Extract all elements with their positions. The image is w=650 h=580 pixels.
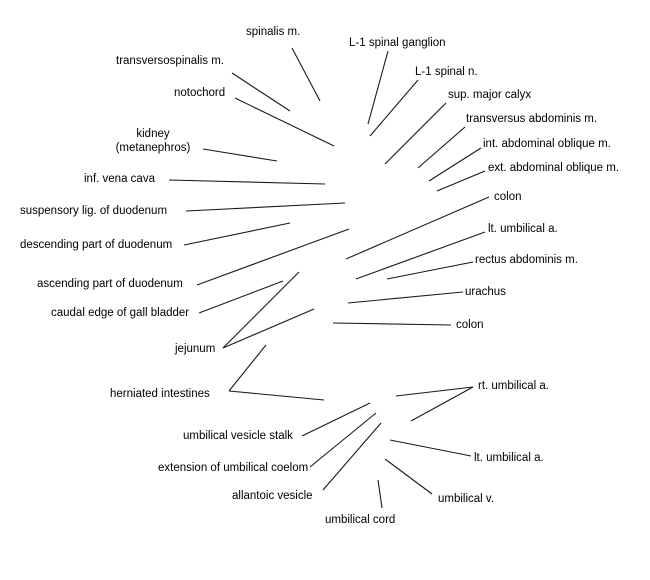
label-umbilical-coelom: extension of umbilical coelom [158, 462, 309, 474]
label-kidney-line1: kidney [136, 128, 170, 140]
label-descending-duodenum: descending part of duodenum [20, 239, 173, 251]
label-lt-umbilical-a-upper: lt. umbilical a. [488, 223, 558, 235]
leader-descending-duodenum [183, 222, 291, 246]
label-colon-upper: colon [494, 191, 522, 203]
label-l1-spinal-ganglion: L-1 spinal ganglion [349, 37, 446, 49]
label-allantoic-vesicle: allantoic vesicle [232, 490, 313, 502]
label-inf-vena-cava: inf. vena cava [84, 173, 155, 185]
leader-kidney [202, 148, 278, 162]
leader-gall-bladder [198, 280, 284, 314]
label-notochord: notochord [174, 87, 226, 99]
leader-suspensory-lig [185, 202, 346, 212]
label-herniated-intestines: herniated intestines [110, 388, 210, 400]
leader-jejunum-a [222, 271, 300, 349]
label-ext-abdominal-oblique: ext. abdominal oblique m. [488, 162, 620, 174]
label-umbilical-vesicle-stalk: umbilical vesicle stalk [183, 430, 293, 442]
leader-umbilical-v [384, 458, 433, 495]
leader-inf-vena-cava [168, 179, 326, 185]
leader-herniated-b [228, 390, 325, 401]
leader-sup-major-calyx [384, 102, 447, 165]
label-sup-major-calyx: sup. major calyx [448, 89, 532, 101]
label-transversus-abdominis: transversus abdominis m. [466, 113, 598, 125]
leader-transversus-abdominis [417, 126, 466, 169]
label-jejunum: jejunum [175, 343, 216, 355]
label-rt-umbilical-a: rt. umbilical a. [478, 380, 549, 392]
leader-jejunum-b [222, 308, 315, 349]
leader-colon-upper [345, 196, 490, 260]
label-umbilical-cord: umbilical cord [325, 514, 396, 526]
leader-umbilical-coelom [309, 412, 377, 468]
leader-rectus-abdominis [386, 261, 474, 280]
label-l1-spinal-n: L-1 spinal n. [415, 66, 478, 78]
label-lt-umbilical-a-lower: lt. umbilical a. [474, 452, 544, 464]
label-int-abdominal-oblique: int. abdominal oblique m. [483, 138, 611, 150]
label-rectus-abdominis: rectus abdominis m. [475, 254, 578, 266]
leader-l1-spinal-ganglion [367, 50, 389, 125]
leader-notochord [234, 97, 335, 147]
leader-transversospinalis-m [231, 72, 291, 112]
leader-herniated-a [228, 344, 267, 392]
leader-lt-umbilical-a-lower [389, 439, 472, 457]
label-urachus: urachus [465, 286, 506, 298]
leader-ascending-duodenum [196, 228, 350, 286]
label-transversospinalis-m: transversospinalis m. [116, 55, 225, 67]
label-gall-bladder: caudal edge of gall bladder [51, 307, 190, 319]
leader-rt-umbilical-a-b [410, 386, 474, 422]
leader-ext-abdominal-oblique [436, 170, 486, 192]
leader-rt-umbilical-a-a [395, 386, 474, 397]
leader-colon-lower [332, 322, 452, 326]
label-ascending-duodenum: ascending part of duodenum [37, 278, 183, 290]
leader-urachus [347, 291, 464, 304]
label-spinalis-m: spinalis m. [246, 26, 301, 38]
label-kidney: kidney (metanephros) [108, 127, 198, 155]
leader-spinalis-m [291, 47, 321, 102]
label-colon-lower: colon [456, 319, 484, 331]
label-suspensory-lig: suspensory lig. of duodenum [20, 205, 168, 217]
label-kidney-line2: (metanephros) [115, 142, 191, 154]
leader-umbilical-cord [377, 479, 383, 509]
leader-lt-umbilical-a-upper [355, 231, 486, 280]
leader-int-abdominal-oblique [428, 147, 482, 182]
label-umbilical-v: umbilical v. [438, 493, 495, 505]
leader-allantoic-vesicle [322, 422, 382, 491]
leader-l1-spinal-n [369, 79, 419, 137]
leader-umbilical-vesicle-stalk [301, 402, 371, 437]
